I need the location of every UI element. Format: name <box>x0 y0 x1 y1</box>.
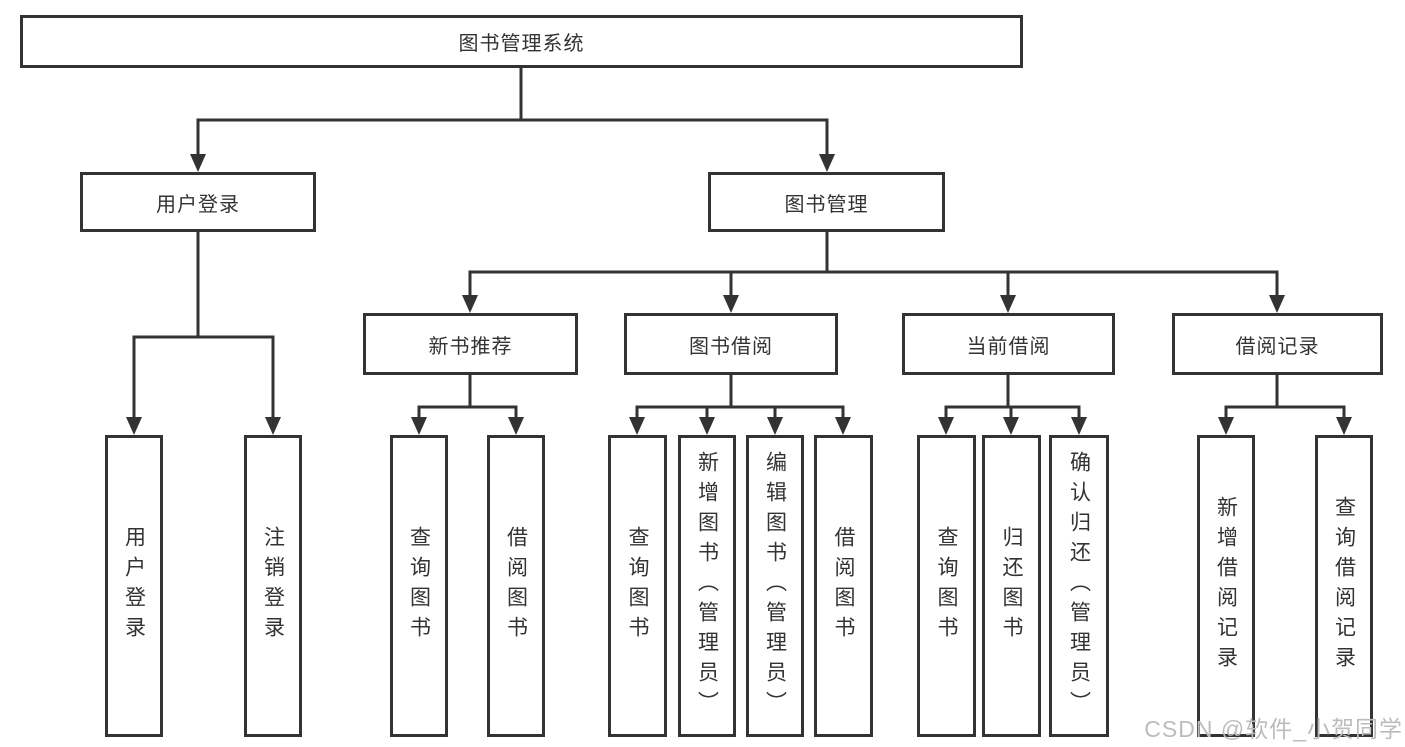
arrowhead-icon <box>819 154 835 172</box>
connector-borrowing-branch <box>635 405 845 417</box>
connector-userlogin-branch <box>132 335 275 417</box>
arrowhead-icon <box>767 417 783 435</box>
leaf-edit-books-admin: 编辑图书（管理员） <box>746 435 804 737</box>
leaf-label: 编辑图书（管理员） <box>763 451 787 721</box>
leaf-label: 归还图书 <box>1000 526 1024 646</box>
leaf-label: 用户登录 <box>122 526 146 646</box>
node-label: 图书借阅 <box>689 335 773 358</box>
leaf-borrowing-borrow-books: 借阅图书 <box>814 435 873 737</box>
node-label: 当前借阅 <box>966 335 1051 358</box>
arrowhead-icon <box>723 295 739 313</box>
leaf-query-borrow-record: 查询借阅记录 <box>1315 435 1373 737</box>
connector-recommend-branch <box>417 405 518 417</box>
leaf-label: 借阅图书 <box>832 526 856 646</box>
csdn-watermark: CSDN @软件_小贺同学 <box>1144 716 1403 742</box>
arrowhead-icon <box>1336 417 1352 435</box>
arrowhead-icon <box>1269 295 1285 313</box>
connector-root-branch <box>196 118 829 154</box>
node-label: 新书推荐 <box>428 335 513 358</box>
leaf-recommend-borrow-books: 借阅图书 <box>487 435 545 737</box>
arrowhead-icon <box>1003 417 1019 435</box>
leaf-user-login: 用户登录 <box>105 435 163 737</box>
leaf-label: 查询图书 <box>407 526 431 646</box>
leaf-borrowing-query-books: 查询图书 <box>608 435 667 737</box>
node-label: 图书管理 <box>784 193 869 216</box>
node-new-book-recommend: 新书推荐 <box>363 313 578 375</box>
connector-records-branch <box>1224 405 1346 417</box>
leaf-return-books: 归还图书 <box>982 435 1041 737</box>
node-root: 图书管理系统 <box>20 15 1023 68</box>
node-user-login-branch: 用户登录 <box>80 172 316 232</box>
arrowhead-icon <box>629 417 645 435</box>
leaf-logout: 注销登录 <box>244 435 302 737</box>
node-borrow-records: 借阅记录 <box>1172 313 1383 375</box>
leaf-add-borrow-record: 新增借阅记录 <box>1197 435 1255 737</box>
leaf-recommend-query-books: 查询图书 <box>390 435 448 737</box>
arrowhead-icon <box>462 295 478 313</box>
leaf-current-query-books: 查询图书 <box>917 435 976 737</box>
arrowhead-icon <box>1071 417 1087 435</box>
connector-mgmt-branch <box>468 270 1279 295</box>
node-book-borrowing: 图书借阅 <box>624 313 838 375</box>
arrowhead-icon <box>126 417 142 435</box>
leaf-label: 借阅图书 <box>504 526 528 646</box>
leaf-label: 查询图书 <box>626 526 650 646</box>
leaf-label: 新增借阅记录 <box>1214 496 1238 676</box>
node-current-borrowing: 当前借阅 <box>902 313 1115 375</box>
node-root-label: 图书管理系统 <box>458 33 585 55</box>
leaf-label: 注销登录 <box>261 526 285 646</box>
arrowhead-icon <box>190 154 206 172</box>
arrowhead-icon <box>835 417 851 435</box>
node-book-management: 图书管理 <box>708 172 945 232</box>
node-label: 借阅记录 <box>1235 335 1320 358</box>
arrowhead-icon <box>1000 295 1016 313</box>
arrowhead-icon <box>508 417 524 435</box>
arrowhead-icon <box>699 417 715 435</box>
arrowhead-icon <box>938 417 954 435</box>
leaf-label: 确认归还（管理员） <box>1067 451 1091 721</box>
leaf-add-books-admin: 新增图书（管理员） <box>678 435 736 737</box>
leaf-label: 新增图书（管理员） <box>695 451 719 721</box>
leaf-label: 查询借阅记录 <box>1332 496 1356 676</box>
arrowhead-icon <box>411 417 427 435</box>
arrowhead-icon <box>1218 417 1234 435</box>
leaf-confirm-return-admin: 确认归还（管理员） <box>1049 435 1109 737</box>
leaf-label: 查询图书 <box>935 526 959 646</box>
node-label: 用户登录 <box>156 193 240 216</box>
arrowhead-icon <box>265 417 281 435</box>
